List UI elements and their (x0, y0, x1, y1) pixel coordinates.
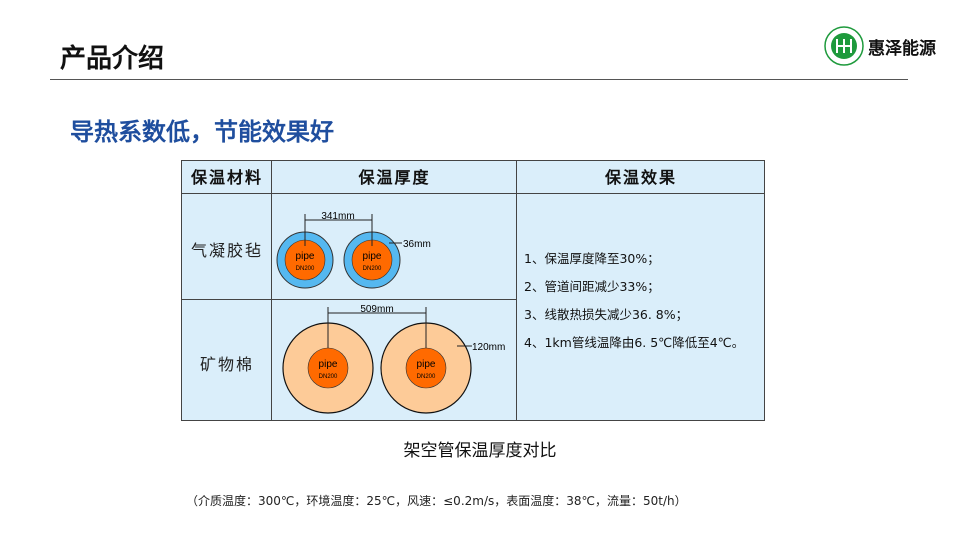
aerogel-pipe-left (276, 231, 334, 289)
mineral-wool-pipe-left (282, 322, 374, 414)
effect-item: 1、保温厚度降至30%； (524, 251, 660, 266)
aerogel-pipe-right (343, 231, 401, 289)
effects-list: 1、保温厚度降至30%； 2、管道间距减少33%； 3、线散热损失减少36. 8… (524, 245, 744, 357)
pipe-size: DN200 (363, 266, 382, 272)
header-material: 保温材料 (190, 168, 263, 187)
header-effect: 保温效果 (604, 168, 677, 187)
section-subtitle: 导热系数低，节能效果好 (70, 118, 334, 146)
spacing-label-aerogel: 341mm (321, 211, 354, 222)
header-divider (50, 79, 908, 80)
brand-name: 惠泽能源 (868, 39, 936, 59)
comparison-table: 保温材料 保温厚度 保温效果 气凝胶毡 矿物棉 341mm 36mm pipe … (181, 160, 765, 421)
effect-item: 2、管道间距减少33%； (524, 279, 660, 294)
page-title: 产品介绍 (60, 44, 165, 74)
thickness-label-aerogel: 36mm (403, 239, 431, 250)
table-caption: 架空管保温厚度对比 (403, 441, 557, 461)
pipe-size: DN200 (319, 374, 338, 380)
pipe-diagram: 341mm 36mm pipe DN200 pipe DN200 509mm 1… (276, 211, 505, 414)
pipe-size: DN200 (296, 266, 315, 272)
company-logo-icon (824, 26, 864, 66)
effect-item: 4、1km管线温降由6. 5℃降低至4℃。 (524, 335, 745, 350)
material-mineral-wool: 矿物棉 (199, 355, 254, 374)
pipe-label: pipe (296, 251, 315, 262)
pipe-label: pipe (319, 359, 338, 370)
conditions-note: （介质温度：300℃，环境温度：25℃，风速：≤0.2m/s，表面温度：38℃，… (186, 494, 687, 508)
material-aerogel: 气凝胶毡 (190, 241, 263, 260)
effect-item: 3、线散热损失减少36. 8%； (524, 307, 689, 322)
header-thickness: 保温厚度 (358, 168, 431, 187)
mineral-wool-pipe-right (380, 322, 472, 414)
thickness-label-mineral-wool: 120mm (472, 342, 505, 353)
pipe-label: pipe (417, 359, 436, 370)
pipe-size: DN200 (417, 374, 436, 380)
spacing-label-mineral-wool: 509mm (360, 304, 393, 315)
pipe-label: pipe (363, 251, 382, 262)
